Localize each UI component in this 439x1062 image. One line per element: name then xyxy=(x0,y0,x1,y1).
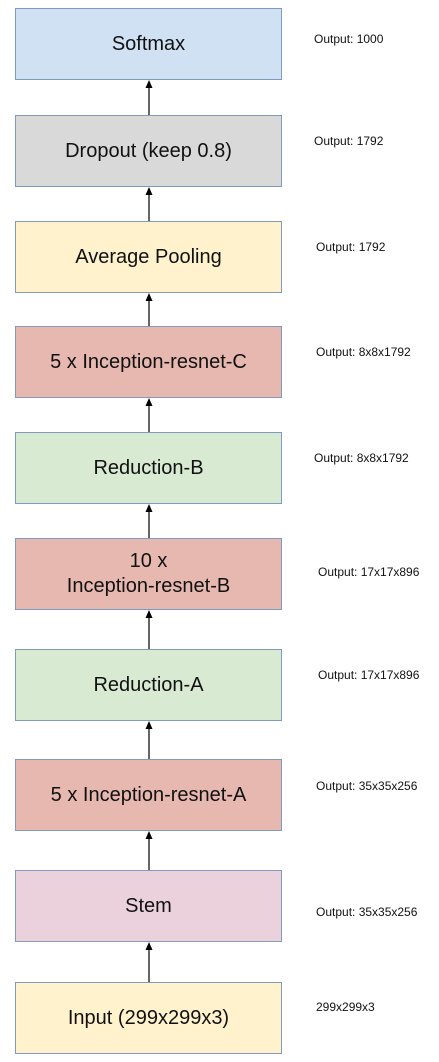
inception-resnet-a-block: 5 x Inception-resnet-A xyxy=(15,759,282,831)
softmax-output-note: Output: 1000 xyxy=(314,32,384,46)
inception-resnet-b-label: 10 x Inception-resnet-B xyxy=(66,550,231,597)
arrow-head xyxy=(145,504,153,512)
softmax-block: Softmax xyxy=(15,8,282,80)
arrow-head xyxy=(145,831,153,839)
arrow-head xyxy=(145,187,153,195)
arrow-head xyxy=(145,80,153,88)
reduction-a-output-note: Output: 17x17x896 xyxy=(318,668,420,682)
average-pooling-output-note: Output: 1792 xyxy=(316,240,386,254)
dropout-block: Dropout (keep 0.8) xyxy=(15,115,282,187)
reduction-a-block: Reduction-A xyxy=(15,649,282,721)
inception-resnet-b-output-note: Output: 17x17x896 xyxy=(318,565,420,579)
arrow-head xyxy=(145,293,153,301)
inception-resnet-c-label: 5 x Inception-resnet-C xyxy=(50,350,247,373)
arrow-head xyxy=(145,398,153,406)
dropout-label: Dropout (keep 0.8) xyxy=(65,139,232,162)
inception-resnet-a-output-note: Output: 35x35x256 xyxy=(316,779,418,793)
average-pooling-block: Average Pooling xyxy=(15,221,282,293)
arrow-head xyxy=(145,942,153,950)
reduction-b-output-note: Output: 8x8x1792 xyxy=(314,451,409,465)
stem-output-note: Output: 35x35x256 xyxy=(316,905,418,919)
arrow-head xyxy=(145,721,153,729)
dropout-output-note: Output: 1792 xyxy=(314,134,384,148)
average-pooling-label: Average Pooling xyxy=(75,245,222,268)
inception-resnet-c-block: 5 x Inception-resnet-C xyxy=(15,326,282,398)
input-output-note: 299x299x3 xyxy=(316,1000,375,1014)
stem-block: Stem xyxy=(15,870,282,942)
softmax-label: Softmax xyxy=(111,32,186,55)
input-block: Input (299x299x3) xyxy=(15,982,282,1054)
reduction-b-block: Reduction-B xyxy=(15,432,282,504)
stem-label: Stem xyxy=(125,894,172,917)
inception-resnet-c-output-note: Output: 8x8x1792 xyxy=(316,345,411,359)
reduction-b-label: Reduction-B xyxy=(93,456,204,479)
reduction-a-label: Reduction-A xyxy=(93,673,204,696)
input-label: Input (299x299x3) xyxy=(67,1006,230,1029)
arrow-head xyxy=(145,610,153,618)
inception-resnet-b-block: 10 x Inception-resnet-B xyxy=(15,538,282,610)
inception-resnet-a-label: 5 x Inception-resnet-A xyxy=(50,783,247,806)
